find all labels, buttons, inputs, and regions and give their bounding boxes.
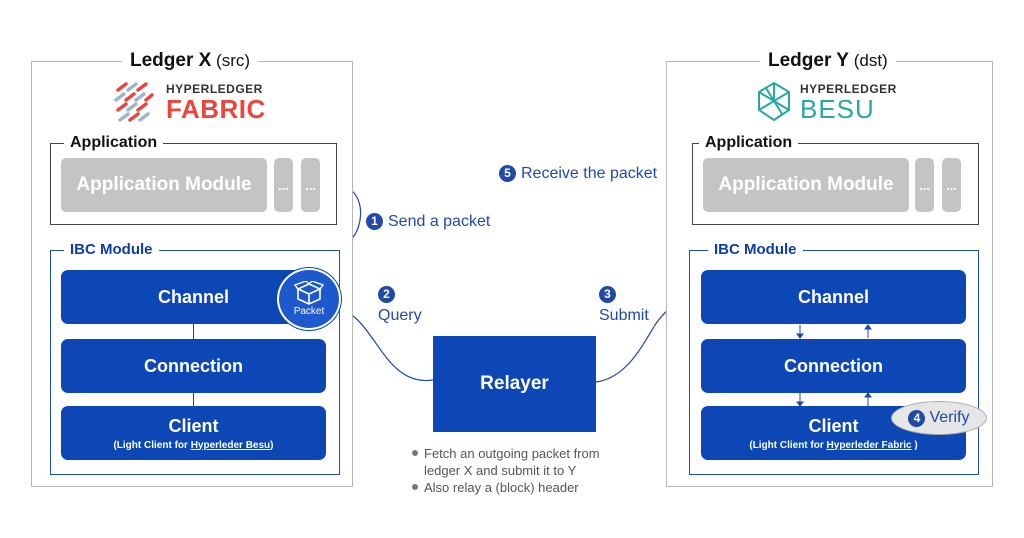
fabric-logo: HYPERLEDGER FABRIC <box>112 80 272 126</box>
besu-logo-bottom: BESU <box>800 94 875 124</box>
ledger-y-client-sub-link[interactable]: Hyperleder Fabric <box>826 439 912 451</box>
ledger-x-channel-label: Channel <box>157 286 229 307</box>
relayer-box[interactable]: Relayer <box>433 336 596 432</box>
step-5-number: 5 <box>499 165 516 182</box>
relayer-note-2: Also relay a (block) header <box>410 479 625 496</box>
step-4-verify-bubble: 4 Verify <box>891 401 987 435</box>
step-3-label: Submit <box>599 307 649 324</box>
besu-logo: HYPERLEDGER BESU <box>754 80 914 126</box>
x-channel-connection-link <box>193 324 194 339</box>
step-2-number: 2 <box>378 286 395 303</box>
besu-logo-icon <box>758 81 790 122</box>
step-5-label: Receive the packet <box>521 165 658 182</box>
ledger-x-client[interactable]: Client (Light Client for Hyperleder Besu… <box>61 406 326 460</box>
ledger-y-name: Ledger Y <box>768 50 849 71</box>
ledger-y-client-sub-prefix: (Light Client for <box>749 439 827 451</box>
step-3-submit: 3 Submit <box>599 283 649 327</box>
ledger-y-client-sub: (Light Client for Hyperleder Fabric ) <box>749 440 917 451</box>
ledger-y-ellipsis-2[interactable]: ... <box>942 158 961 212</box>
ledger-x-app-module[interactable]: Application Module <box>61 158 267 212</box>
ledger-x-application-title: Application <box>64 134 164 152</box>
relayer-note-1: Fetch an outgoing packet from ledger X a… <box>410 445 625 479</box>
besu-logo-top: HYPERLEDGER <box>800 82 897 96</box>
ledger-y-channel[interactable]: Channel <box>701 270 966 324</box>
ledger-x-ellipsis-1[interactable]: ... <box>274 158 293 212</box>
step-3-number: 3 <box>599 286 616 303</box>
fabric-logo-icon <box>114 82 154 122</box>
ledger-x-name: Ledger X <box>130 50 212 71</box>
y-internal-arrows <box>796 324 872 406</box>
step-1-label: Send a packet <box>388 213 491 230</box>
relayer-label: Relayer <box>480 373 549 394</box>
packet-label: Packet <box>293 306 325 317</box>
ledger-y-app-module[interactable]: Application Module <box>703 158 909 212</box>
ledger-x-client-sub-suffix: ) <box>270 439 274 451</box>
ledger-x-ellipsis-2[interactable]: ... <box>301 158 320 212</box>
x-connection-client-link <box>193 393 194 406</box>
ledger-x-connection-label: Connection <box>144 355 243 376</box>
ledger-y-title: Ledger Y (dst) <box>760 50 896 72</box>
ledger-y-channel-label: Channel <box>797 286 869 307</box>
ledger-y-connection-label: Connection <box>784 355 883 376</box>
fabric-logo-bottom: FABRIC <box>166 94 266 124</box>
step-2-query: 2 Query <box>378 283 422 327</box>
ledger-y-ibc-title: IBC Module <box>708 241 803 258</box>
packet-badge[interactable]: Packet <box>277 268 341 330</box>
fabric-logo-top: HYPERLEDGER <box>166 82 263 96</box>
ledger-x-client-sub-link[interactable]: Hyperleder Besu <box>190 439 271 451</box>
ledger-x-client-sub-prefix: (Light Client for <box>113 439 191 451</box>
package-box-icon <box>294 281 324 305</box>
step-2-label: Query <box>378 307 422 324</box>
ledger-x-client-sub: (Light Client for Hyperleder Besu) <box>113 440 273 451</box>
ledger-x-ibc-title: IBC Module <box>64 241 159 258</box>
step-4-label: Verify <box>929 409 970 426</box>
ledger-y-client-sub-suffix: ) <box>911 439 918 451</box>
ledger-y-connection[interactable]: Connection <box>701 339 966 393</box>
step-4-number: 4 <box>908 409 926 427</box>
relayer-notes: Fetch an outgoing packet from ledger X a… <box>410 445 625 496</box>
step-1-send-packet: 1 Send a packet <box>366 213 490 231</box>
step-1-number: 1 <box>366 213 383 230</box>
ledger-x-title: Ledger X (src) <box>122 50 259 72</box>
ledger-x-role: (src) <box>216 51 251 70</box>
step-5-receive-packet: 5 Receive the packet <box>499 165 657 183</box>
ledger-y-client-label: Client <box>808 415 859 436</box>
ledger-y-role: (dst) <box>853 51 888 70</box>
ledger-x-client-label: Client <box>168 415 219 436</box>
ledger-x-connection[interactable]: Connection <box>61 339 326 393</box>
ledger-y-ellipsis-1[interactable]: ... <box>915 158 934 212</box>
ledger-y-application-title: Application <box>699 134 799 152</box>
